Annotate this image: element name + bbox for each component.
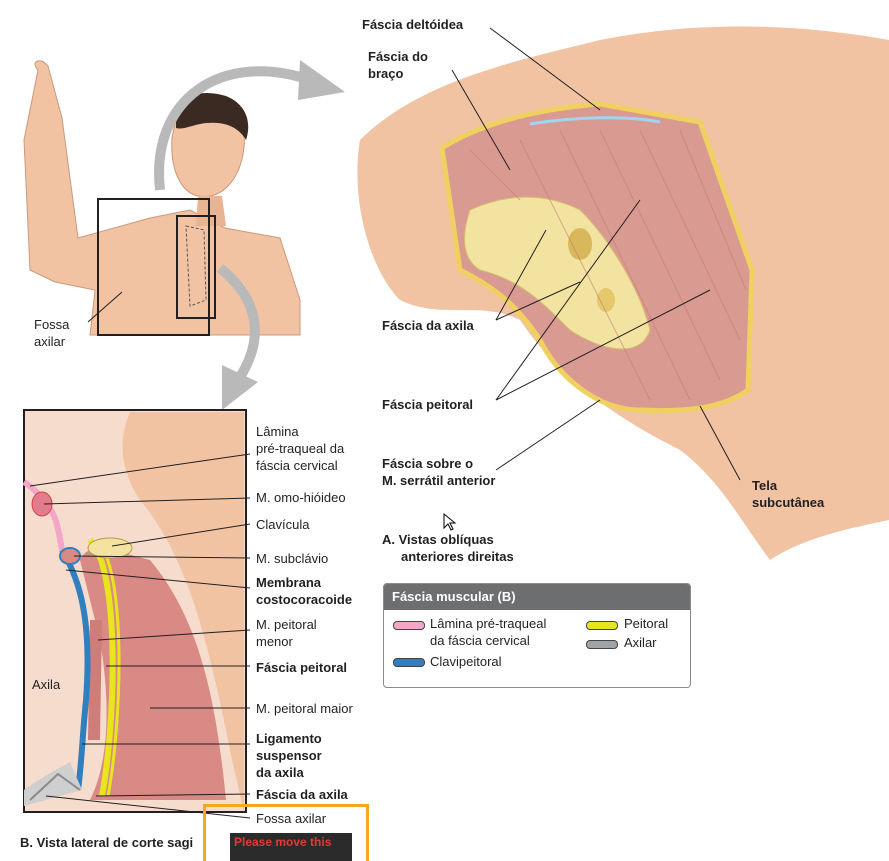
- label-fascia-deltoidea: Fáscia deltóidea: [362, 17, 464, 32]
- label-line: M. peitoral: [256, 617, 317, 632]
- label-ligamento-suspensor: Ligamento suspensor da axila: [256, 730, 322, 781]
- label-line: costocoracoide: [256, 592, 353, 607]
- label-peitoral-maior: M. peitoral maior: [256, 701, 353, 716]
- label-line: menor: [256, 634, 293, 649]
- caption-b: B. Vista lateral de corte sagi: [20, 835, 194, 850]
- overlay-message[interactable]: Please move this: [230, 833, 352, 861]
- outline-box-large: [97, 198, 210, 336]
- legend-label-line: Lâmina pré-traqueal: [430, 616, 547, 631]
- legend-item-peitoral: Peitoral: [624, 616, 669, 631]
- label-membrana-costocoracoide: Membrana costocoracoide: [256, 574, 352, 608]
- label-fascia-axila-a: Fáscia da axila: [382, 318, 474, 333]
- leaders-b: [29, 453, 251, 819]
- mouse-cursor-icon: [443, 512, 457, 531]
- legend-box: Fáscia muscular (B) Lâmina pré-traqueal …: [383, 583, 691, 688]
- label-fascia-braco: Fáscia do braço: [368, 48, 428, 82]
- label-line: Fáscia sobre o: [382, 456, 474, 471]
- section-sketch: [185, 225, 207, 307]
- arrow-head-b: [222, 365, 258, 410]
- label-line: Tela: [752, 478, 778, 493]
- label-fascia-peitoral-a: Fáscia peitoral: [382, 397, 474, 412]
- label-lamina-pretraqueal: Lâmina pré-traqueal da fáscia cervical: [256, 423, 344, 474]
- arrow-to-view-b: [216, 264, 260, 383]
- legend-item-clavipeitoral: Clavipeitoral: [430, 654, 502, 669]
- label-line: fáscia cervical: [256, 458, 338, 473]
- legend-swatch-clavipeitoral: [393, 658, 425, 667]
- label-subclavio: M. subclávio: [256, 551, 329, 566]
- label-tela-subcutanea: Tela subcutânea: [752, 477, 824, 511]
- shoulder-view: [357, 26, 889, 560]
- label-line: M. serrátil anterior: [382, 473, 496, 488]
- outline-box-small: [176, 215, 216, 319]
- legend-label-line: da fáscia cervical: [430, 633, 530, 648]
- caption-a: A. Vistas oblíquas anteriores direitas: [382, 531, 514, 565]
- leader-fossa-top: [87, 291, 123, 323]
- label-line: suspensor: [256, 748, 322, 763]
- label-fascia-axila-b: Fáscia da axila: [256, 787, 348, 802]
- legend-item-pretraqueal: Lâmina pré-traqueal da fáscia cervical: [430, 615, 546, 649]
- label-fascia-peitoral-b: Fáscia peitoral: [256, 660, 348, 675]
- label-line: subcutânea: [752, 495, 825, 510]
- legend-swatch-peitoral: [586, 621, 618, 630]
- label-line: pré-traqueal da: [256, 441, 345, 456]
- label-line: axilar: [34, 334, 66, 349]
- label-line: Membrana: [256, 575, 322, 590]
- male-figure: [23, 60, 301, 336]
- label-line: Lâmina: [256, 424, 299, 439]
- label-line: Ligamento: [256, 731, 322, 746]
- label-fossa-axilar-b: Fossa axilar: [256, 811, 327, 826]
- label-fascia-serratil: Fáscia sobre o M. serrátil anterior: [382, 455, 495, 489]
- arrow-to-view-a: [154, 66, 312, 191]
- legend-swatch-pretraqueal: [393, 621, 425, 630]
- label-clavicula: Clavícula: [256, 517, 310, 532]
- label-line: Fáscia do: [368, 49, 428, 64]
- overlay-frame[interactable]: Please move this: [203, 804, 369, 861]
- legend-title: Fáscia muscular (B): [384, 584, 690, 610]
- label-line: braço: [368, 66, 404, 81]
- legend-item-axilar: Axilar: [624, 635, 657, 650]
- label-omo-hioideo: M. omo-hióideo: [256, 490, 346, 505]
- legend-swatch-axilar: [586, 640, 618, 649]
- label-line: da axila: [256, 765, 304, 780]
- label-peitoral-menor: M. peitoral menor: [256, 616, 317, 650]
- leaders-a: [451, 27, 741, 481]
- label-line: Fossa: [34, 317, 70, 332]
- label-axila: Axila: [32, 677, 61, 692]
- label-fossa-axilar-top: Fossa axilar: [34, 316, 69, 350]
- label-line: A. Vistas oblíquas: [382, 532, 494, 547]
- sagittal-section: [22, 409, 247, 813]
- arrow-head-a: [298, 60, 345, 100]
- label-line: anteriores direitas: [401, 549, 514, 564]
